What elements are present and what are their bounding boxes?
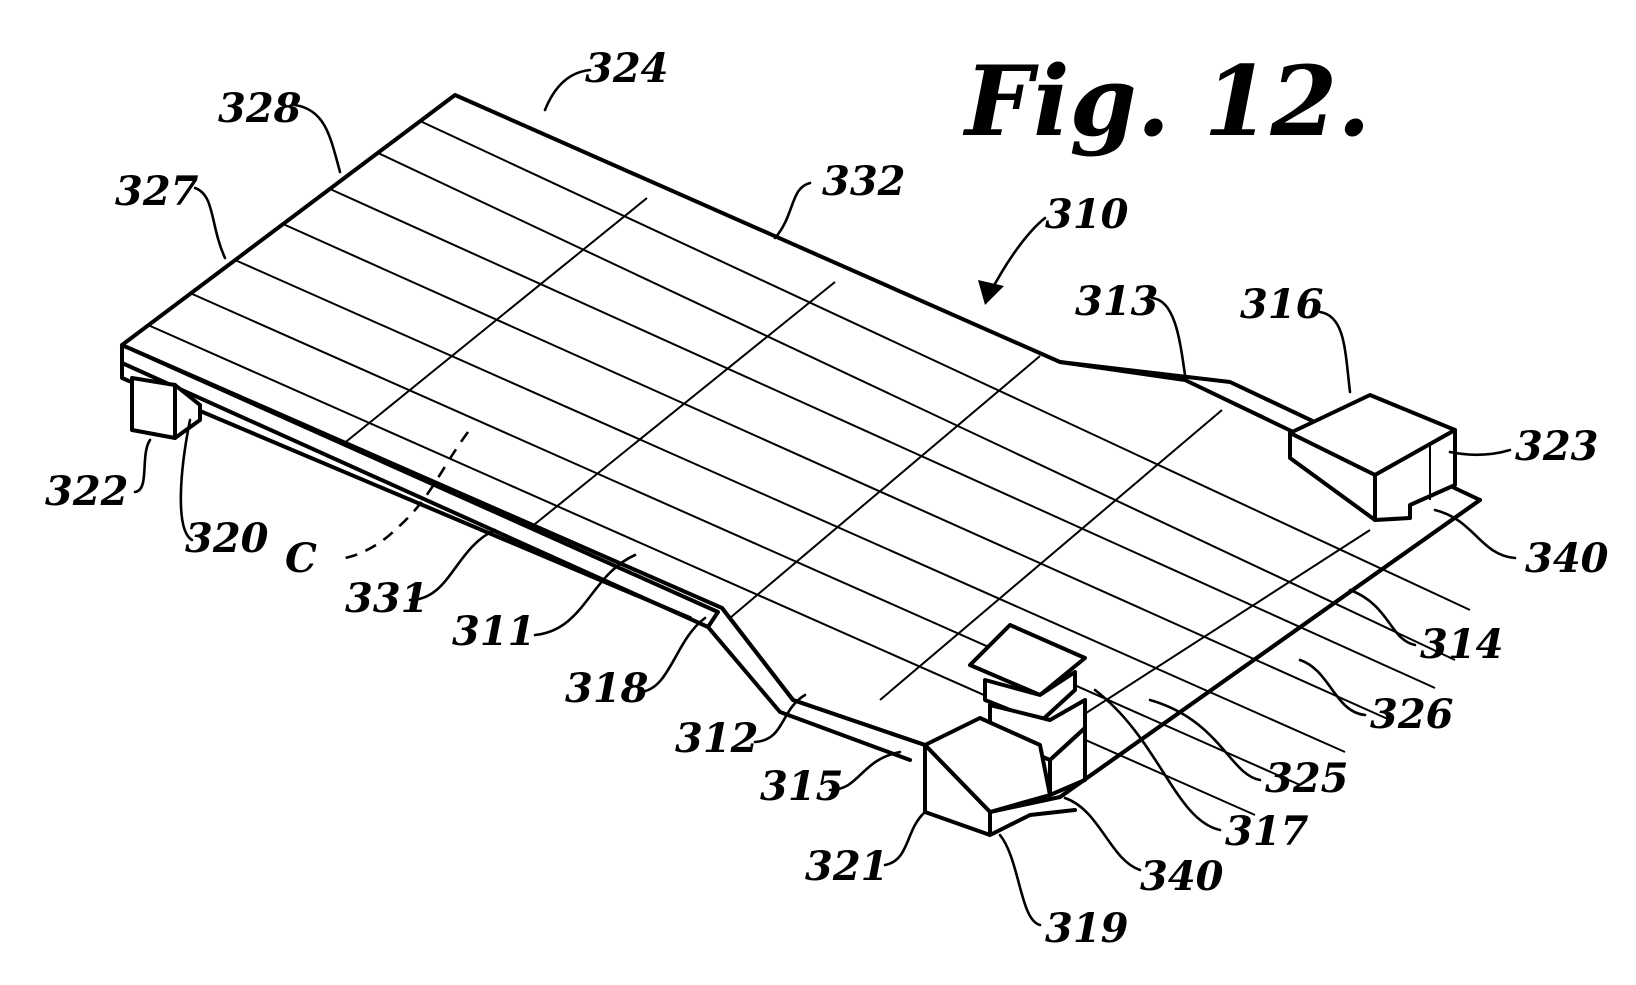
leader-340b — [1063, 796, 1142, 872]
label-324: 324 — [585, 45, 669, 92]
front-block-315 — [923, 716, 1077, 837]
leader-319 — [998, 833, 1042, 927]
label-315: 315 — [760, 763, 844, 810]
right-front-edge — [1058, 498, 1482, 799]
leader-324 — [543, 68, 592, 112]
leader-322 — [133, 438, 152, 494]
label-311: 311 — [452, 608, 536, 655]
leader-321 — [883, 810, 927, 867]
label-320: 320 — [185, 515, 269, 562]
leader-326 — [1298, 658, 1367, 717]
ramp-edge — [720, 606, 927, 747]
leader-325 — [1148, 698, 1262, 782]
rear-box-316 — [1288, 393, 1457, 522]
leader-313 — [1150, 296, 1187, 377]
grid-line — [729, 355, 1041, 619]
grid-line — [282, 223, 1391, 721]
label-321: 321 — [805, 843, 889, 890]
leader-328 — [293, 103, 342, 174]
grid-line — [529, 281, 836, 529]
label-340a: 340 — [1525, 535, 1609, 582]
block-base-edge — [988, 808, 1077, 837]
grid-line — [234, 259, 1346, 753]
leader-lines — [133, 68, 1517, 927]
leader-323 — [1448, 448, 1512, 457]
rear-bevel-edge — [1058, 360, 1312, 442]
figure-title: Fig. 12. — [962, 45, 1371, 158]
leader-317 — [1093, 688, 1222, 832]
label-317: 317 — [1225, 808, 1309, 855]
grid-line — [419, 120, 1471, 611]
centerline-c — [344, 431, 470, 560]
arrow-310-shaft — [988, 216, 1047, 295]
leader-318 — [638, 616, 707, 694]
label-319: 319 — [1045, 905, 1129, 952]
arrow-310-head — [978, 280, 1004, 305]
label-313: 313 — [1075, 278, 1159, 325]
label-328: 328 — [218, 85, 302, 132]
label-318: 318 — [565, 665, 649, 712]
grid-line — [189, 292, 1301, 786]
grid-line — [377, 152, 1456, 661]
label-312: 312 — [675, 715, 759, 762]
label-314: 314 — [1420, 621, 1504, 668]
label-310: 310 — [1045, 191, 1129, 238]
label-326: 326 — [1370, 691, 1454, 738]
left-support-block — [130, 376, 202, 440]
label-316: 316 — [1240, 281, 1324, 328]
leader-311 — [533, 553, 637, 637]
label-c: C — [285, 535, 317, 582]
leader-327 — [193, 186, 227, 260]
label-325: 325 — [1265, 755, 1349, 802]
leader-320 — [179, 418, 194, 542]
label-340b: 340 — [1140, 853, 1224, 900]
grid-line — [879, 409, 1223, 701]
leader-316 — [1318, 310, 1352, 394]
leader-314 — [1348, 588, 1417, 647]
leader-340a — [1433, 508, 1517, 560]
grid-line — [329, 188, 1436, 689]
ramp-lower-edge — [706, 625, 912, 762]
leader-312 — [753, 693, 807, 744]
label-322: 322 — [45, 468, 129, 515]
leader-331 — [408, 528, 497, 602]
label-323: 323 — [1515, 423, 1599, 470]
left-edge-bottom — [120, 361, 692, 620]
label-332: 332 — [822, 158, 906, 205]
label-327: 327 — [115, 168, 199, 215]
label-331: 331 — [345, 575, 429, 622]
front-support-317 — [968, 623, 1087, 797]
leader-315 — [828, 750, 902, 792]
leader-332 — [773, 181, 812, 240]
grid-line — [341, 197, 648, 446]
deck-grid — [147, 120, 1471, 816]
